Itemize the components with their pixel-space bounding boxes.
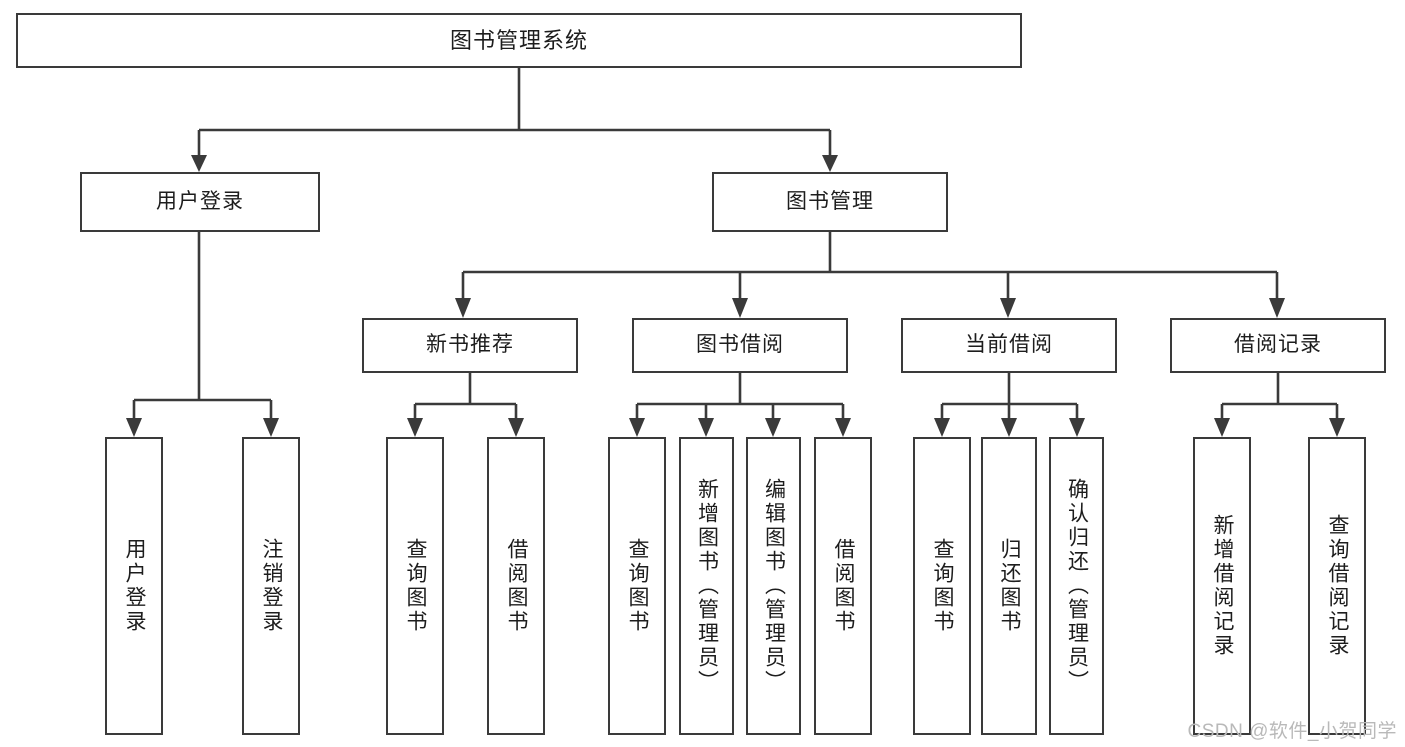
node-current-borrow-label: 当前借阅 [965,333,1053,357]
leaf-current-return-book-label: 归还图书 [998,538,1022,634]
leaf-user-login-logout[interactable]: 注销登录 [242,437,300,735]
node-user-login[interactable]: 用户登录 [80,172,320,232]
arrow-book-mgmt-child-4 [1269,298,1285,318]
leaf-borrow-query-book-label: 查询图书 [626,538,650,634]
leaf-record-query[interactable]: 查询借阅记录 [1308,437,1366,735]
leaf-current-return-book[interactable]: 归还图书 [981,437,1037,735]
leaf-borrow-add-book-admin[interactable]: 新增图书（管理员） [679,437,734,735]
leaf-record-add[interactable]: 新增借阅记录 [1193,437,1251,735]
node-book-borrow[interactable]: 图书借阅 [632,318,848,373]
arrow-book-mgmt-child-3 [1000,298,1016,318]
arrow-borrow-leaf-1 [629,418,645,437]
arrow-borrow-leaf-2 [698,418,714,437]
node-borrow-record-label: 借阅记录 [1234,333,1322,357]
csdn-watermark: CSDN @软件_小贺同学 [1187,721,1397,742]
arrow-current-leaf-2 [1001,418,1017,437]
leaf-record-query-label: 查询借阅记录 [1326,514,1350,658]
arrow-current-leaf-1 [934,418,950,437]
node-root-system-label: 图书管理系统 [449,27,588,53]
node-book-borrow-label: 图书借阅 [696,333,784,357]
arrow-record-leaf-1 [1214,418,1230,437]
arrow-current-leaf-3 [1069,418,1085,437]
leaf-current-query-book[interactable]: 查询图书 [913,437,971,735]
node-current-borrow[interactable]: 当前借阅 [901,318,1117,373]
leaf-new-book-query-label: 查询图书 [404,538,428,634]
leaf-borrow-borrow-book-label: 借阅图书 [832,538,856,634]
leaf-borrow-add-book-admin-label: 新增图书（管理员） [695,478,719,694]
node-book-management[interactable]: 图书管理 [712,172,948,232]
leaf-borrow-edit-book-admin-label: 编辑图书（管理员） [762,478,786,694]
arrow-book-mgmt-child-1 [455,298,471,318]
node-book-management-label: 图书管理 [786,189,874,213]
arrow-book-mgmt-child-2 [732,298,748,318]
leaf-new-book-query[interactable]: 查询图书 [386,437,444,735]
leaf-user-login-login-label: 用户登录 [123,538,147,634]
arrow-record-leaf-2 [1329,418,1345,437]
node-new-book-recommend[interactable]: 新书推荐 [362,318,578,373]
arrow-root-to-book-mgmt [822,155,838,172]
arrow-borrow-leaf-3 [765,418,781,437]
node-borrow-record[interactable]: 借阅记录 [1170,318,1386,373]
leaf-current-confirm-return-admin-label: 确认归还（管理员） [1065,478,1089,694]
leaf-user-login-login[interactable]: 用户登录 [105,437,163,735]
arrow-root-to-user-login [191,155,207,172]
leaf-borrow-borrow-book[interactable]: 借阅图书 [814,437,872,735]
arrow-new-book-leaf-2 [508,418,524,437]
leaf-new-book-borrow[interactable]: 借阅图书 [487,437,545,735]
leaf-new-book-borrow-label: 借阅图书 [505,538,529,634]
arrow-user-login-leaf-1 [126,418,142,437]
leaf-current-query-book-label: 查询图书 [931,538,955,634]
leaf-user-login-logout-label: 注销登录 [260,538,284,634]
node-root-system[interactable]: 图书管理系统 [16,13,1022,68]
arrow-borrow-leaf-4 [835,418,851,437]
arrow-new-book-leaf-1 [407,418,423,437]
node-new-book-recommend-label: 新书推荐 [426,333,514,357]
arrow-user-login-leaf-2 [263,418,279,437]
leaf-current-confirm-return-admin[interactable]: 确认归还（管理员） [1049,437,1104,735]
leaf-record-add-label: 新增借阅记录 [1211,514,1235,658]
leaf-borrow-query-book[interactable]: 查询图书 [608,437,666,735]
node-user-login-label: 用户登录 [156,189,244,213]
leaf-borrow-edit-book-admin[interactable]: 编辑图书（管理员） [746,437,801,735]
